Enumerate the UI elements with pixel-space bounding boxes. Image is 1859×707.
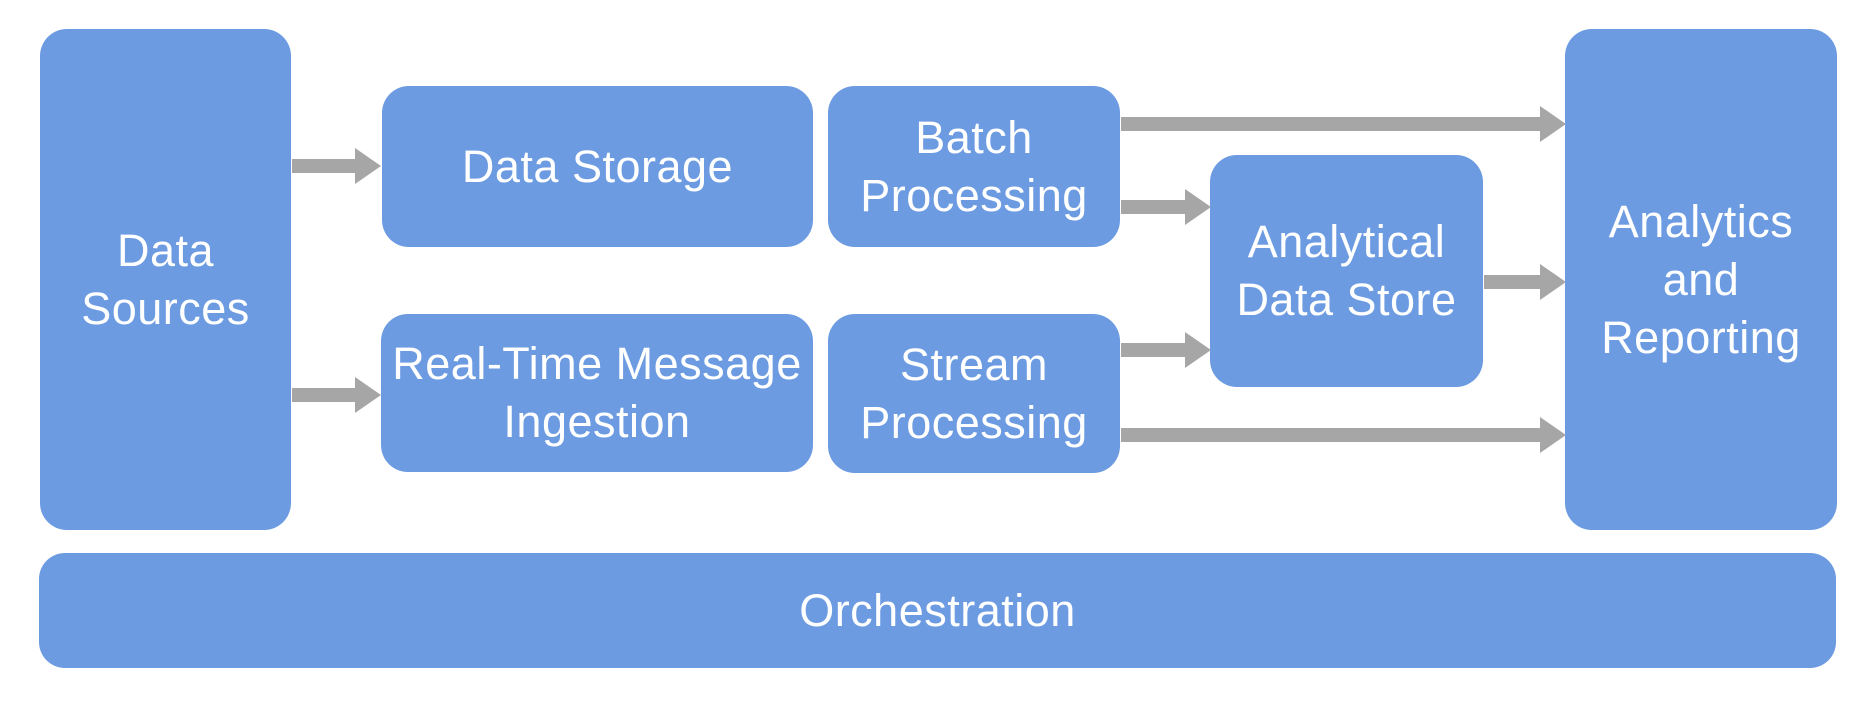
- arrow-analytical-data-store-to-analytics-and-reporting: [1484, 264, 1566, 300]
- arrowhead-icon: [1185, 332, 1211, 368]
- arrow-shaft: [1121, 428, 1542, 442]
- arrowhead-icon: [355, 377, 381, 413]
- arrow-shaft: [292, 388, 357, 402]
- node-analytical-data-store: Analytical Data Store: [1210, 155, 1483, 387]
- arrow-stream-processing-to-analytical-data-store: [1121, 332, 1211, 368]
- node-real-time-message-ingestion: Real-Time Message Ingestion: [381, 314, 813, 472]
- arrowhead-icon: [1540, 264, 1566, 300]
- arrowhead-icon: [1540, 106, 1566, 142]
- node-orchestration: Orchestration: [39, 553, 1836, 668]
- node-data-sources: Data Sources: [40, 29, 291, 530]
- arrow-batch-processing-to-analytical-data-store: [1121, 189, 1211, 225]
- arrow-data-sources-to-data-storage: [292, 148, 381, 184]
- arrow-shaft: [292, 159, 357, 173]
- arrow-shaft: [1121, 200, 1187, 214]
- arrow-shaft: [1484, 275, 1542, 289]
- node-data-storage: Data Storage: [382, 86, 813, 247]
- arrow-batch-processing-to-analytics-and-reporting: [1121, 106, 1566, 142]
- node-batch-processing: Batch Processing: [828, 86, 1120, 247]
- arrow-stream-processing-to-analytics-and-reporting: [1121, 417, 1566, 453]
- arrow-shaft: [1121, 117, 1542, 131]
- arrowhead-icon: [355, 148, 381, 184]
- node-stream-processing: Stream Processing: [828, 314, 1120, 473]
- arrowhead-icon: [1185, 189, 1211, 225]
- arrow-shaft: [1121, 343, 1187, 357]
- arrowhead-icon: [1540, 417, 1566, 453]
- arrow-data-sources-to-real-time-message-ingestion: [292, 377, 381, 413]
- node-analytics-and-reporting: Analytics and Reporting: [1565, 29, 1837, 530]
